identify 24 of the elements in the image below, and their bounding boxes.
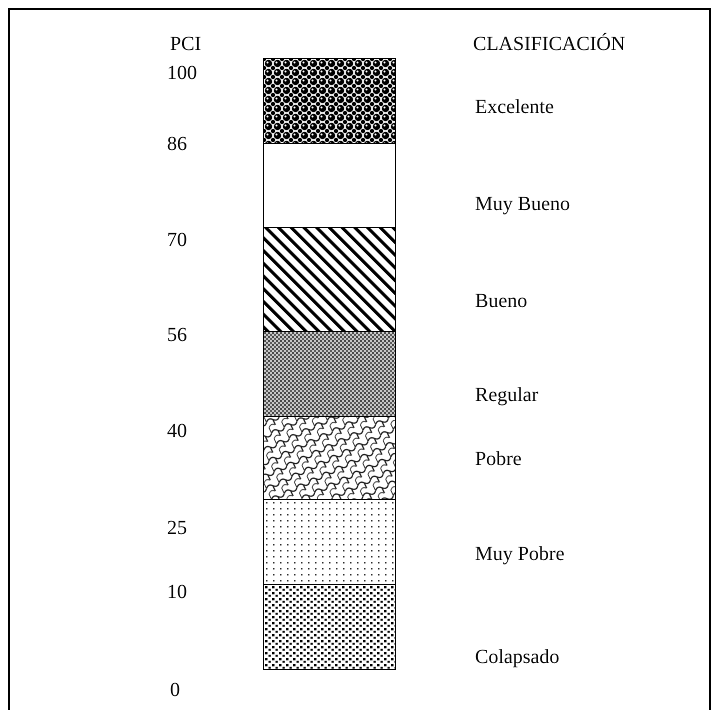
classification-label: Bueno [475, 291, 528, 311]
pattern-segment [263, 143, 396, 228]
column-title: CLASIFICACIÓN [473, 34, 626, 54]
pattern-segment [263, 499, 396, 585]
classification-label: Excelente [475, 97, 554, 117]
classification-label: Muy Pobre [475, 544, 564, 564]
scale-value: 86 [167, 134, 187, 154]
scale-value: 10 [167, 582, 187, 602]
classification-label: Muy Bueno [475, 194, 570, 214]
classification-label: Regular [475, 385, 538, 405]
pattern-segment [263, 331, 396, 417]
scale-value: 100 [167, 63, 197, 83]
axis-title: PCI [170, 34, 202, 54]
classification-label: Pobre [475, 449, 522, 469]
pattern-segment [263, 584, 396, 670]
scale-value: 40 [167, 421, 187, 441]
classification-label: Colapsado [475, 647, 560, 667]
scale-value: 70 [167, 230, 187, 250]
pattern-segment [263, 416, 396, 500]
scale-value: 56 [167, 325, 187, 345]
pattern-segment [263, 58, 396, 144]
scale-value: 25 [167, 518, 187, 538]
scale-value: 0 [170, 680, 180, 700]
pattern-segment [263, 227, 396, 332]
